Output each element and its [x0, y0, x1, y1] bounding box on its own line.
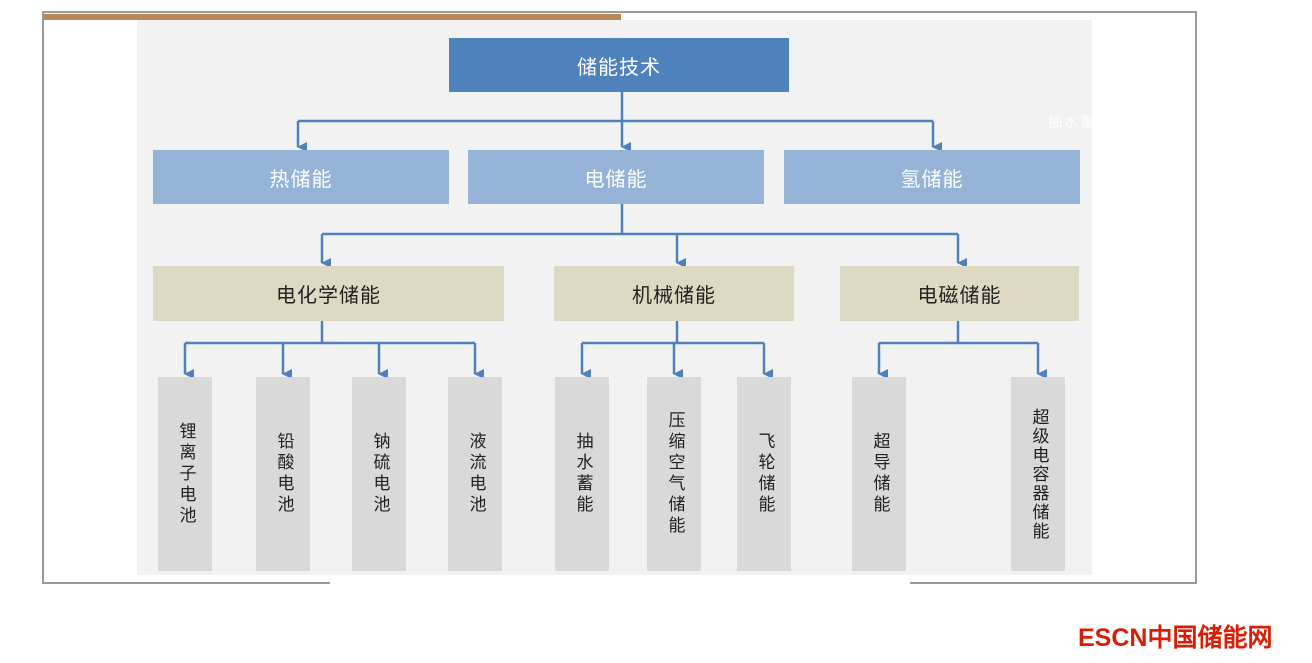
escn-logo: ESCN中国储能网 [1078, 624, 1273, 652]
leaf-label: 压缩空气储能 [664, 411, 685, 537]
leaf-lithium-ion-battery: 锂离子电池 [158, 377, 212, 571]
leaf-label: 超级电容器储能 [1028, 407, 1049, 541]
leaf-label: 铅酸电池 [273, 432, 294, 516]
node-thermal-label: 热储能 [269, 166, 333, 191]
leaf-pumped-hydro-storage: 抽水蓄能 [555, 377, 609, 571]
accent-bar [44, 14, 621, 20]
node-root-label: 储能技术 [577, 54, 661, 79]
frame-gap [330, 582, 910, 588]
watermark-text: 抽水蓄 [1048, 115, 1096, 131]
node-mechanical-label: 机械储能 [632, 283, 716, 307]
leaf-label: 抽水蓄能 [572, 432, 593, 516]
node-hydrogen-storage: 氢储能 [784, 150, 1080, 204]
node-electrochemical-storage: 电化学储能 [153, 266, 504, 321]
leaf-label: 钠硫电池 [369, 432, 390, 516]
node-root: 储能技术 [449, 38, 789, 92]
leaf-superconducting-storage: 超导储能 [852, 377, 906, 571]
leaf-label: 飞轮储能 [754, 432, 775, 516]
node-mechanical-storage: 机械储能 [554, 266, 794, 321]
node-electric-storage: 电储能 [468, 150, 764, 204]
node-thermal-storage: 热储能 [153, 150, 449, 204]
leaf-label: 锂离子电池 [175, 421, 196, 527]
leaf-flywheel-storage: 飞轮储能 [737, 377, 791, 571]
leaf-compressed-air-storage: 压缩空气储能 [647, 377, 701, 571]
leaf-sodium-sulfur-battery: 钠硫电池 [352, 377, 406, 571]
node-electric-label: 电储能 [584, 166, 648, 191]
leaf-label: 超导储能 [869, 432, 890, 516]
node-electrochemical-label: 电化学储能 [276, 283, 381, 307]
node-electromagnetic-label: 电磁储能 [917, 283, 1002, 307]
leaf-supercapacitor-storage: 超级电容器储能 [1011, 377, 1065, 571]
leaf-flow-battery: 液流电池 [448, 377, 502, 571]
leaf-label: 液流电池 [465, 432, 486, 516]
node-electromagnetic-storage: 电磁储能 [840, 266, 1079, 321]
leaf-lead-acid-battery: 铅酸电池 [256, 377, 310, 571]
node-hydrogen-label: 氢储能 [900, 166, 964, 191]
